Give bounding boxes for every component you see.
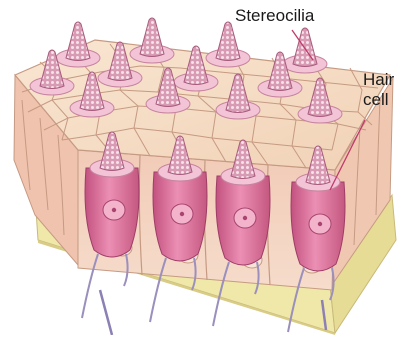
- stereocilia-bundle: [206, 22, 250, 67]
- stereocilia-bundle: [283, 28, 327, 73]
- stereocilia-label: Stereocilia: [235, 6, 314, 26]
- nerve-fiber: [100, 290, 112, 335]
- hair-cell-label-line2: cell: [363, 90, 394, 110]
- hair-cell-label: Hair cell: [363, 70, 394, 110]
- hair-cell-label-line1: Hair: [363, 70, 394, 90]
- stereocilia-bundle: [130, 18, 174, 63]
